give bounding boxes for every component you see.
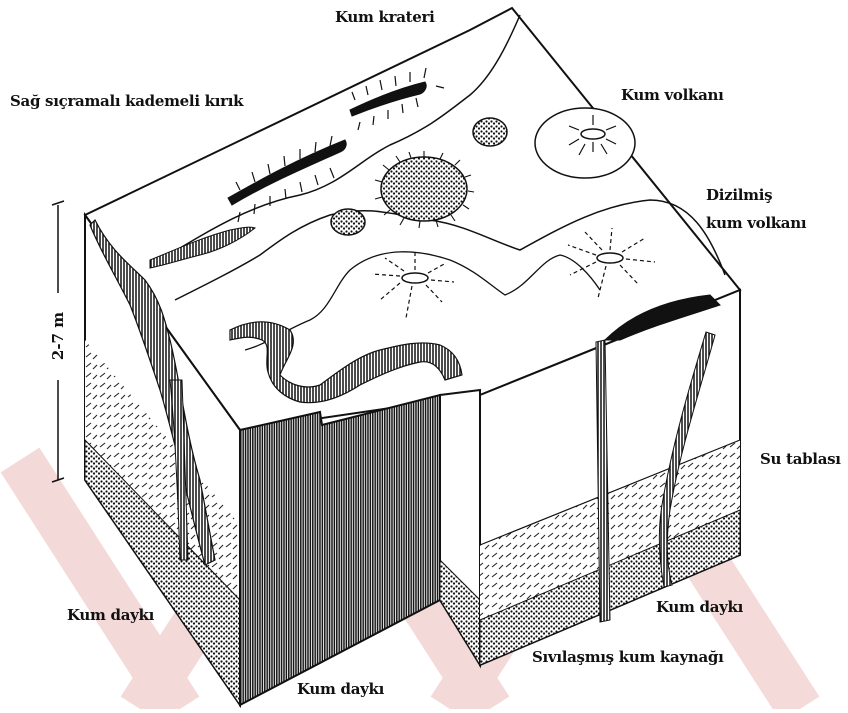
label-depth-range: 2-7 m (49, 311, 67, 361)
label-liquefied-source: Sıvılaşmış kum kaynağı (532, 648, 723, 666)
crater-small-top (473, 118, 507, 146)
sand-volcano (535, 108, 635, 178)
label-water-table: Su tablası (760, 450, 841, 468)
center-collapsed-block (240, 395, 440, 705)
label-sand-volcano: Kum volkanı (621, 86, 724, 104)
crater-large (381, 157, 467, 221)
label-sand-dike-bottom: Kum daykı (297, 680, 384, 698)
label-sand-crater: Kum krateri (335, 8, 435, 26)
label-sand-dike-left: Kum daykı (67, 606, 154, 624)
label-aligned-volcano-line2: kum volkanı (706, 214, 806, 232)
label-aligned-volcano-line1: Dizilmiş (706, 186, 772, 204)
crater-small-left (331, 209, 365, 235)
label-en-echelon-fault: Sağ sıçramalı kademeli kırık (10, 92, 243, 110)
label-sand-dike-right: Kum daykı (656, 598, 743, 616)
